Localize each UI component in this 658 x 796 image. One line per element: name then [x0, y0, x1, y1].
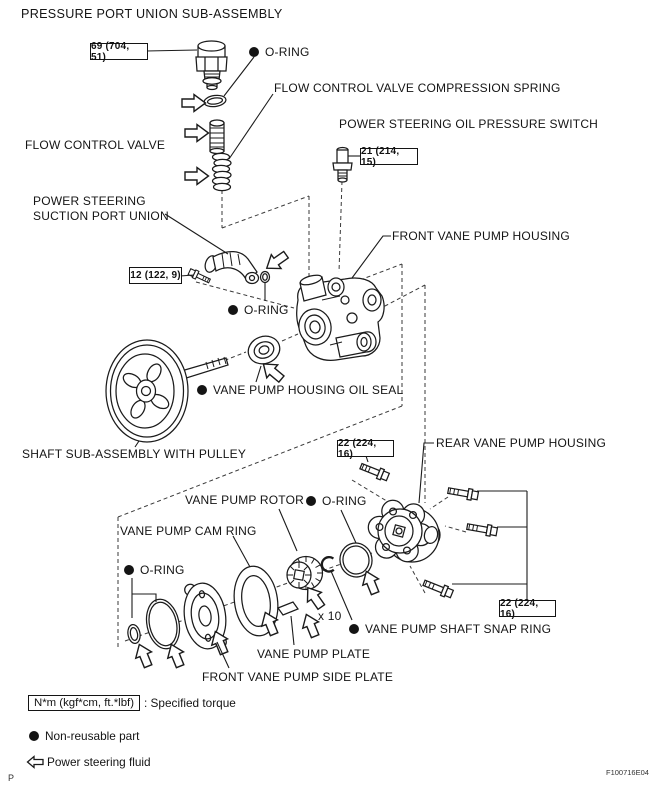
torque-box-pressure-union: 69 (704, 51) — [90, 41, 148, 63]
label-snap-ring: VANE PUMP SHAFT SNAP RING — [349, 622, 551, 636]
label-vane-pump-rotor: VANE PUMP ROTOR — [185, 493, 305, 507]
rear-housing-bolt-1 — [447, 487, 480, 501]
page-marker: P — [8, 773, 15, 783]
label-o-ring-rear: O-RING — [306, 494, 367, 508]
legend-torque: N*m (kgf*cm, ft.*lbf) : Specified torque — [28, 695, 236, 711]
rear-vane-pump-housing-part — [367, 499, 441, 563]
snap-ring-part — [320, 556, 335, 573]
label-compression-spring: FLOW CONTROL VALVE COMPRESSION SPRING — [274, 81, 561, 95]
fluid-arrow-icon — [181, 93, 207, 113]
label-suction-port-union: POWER STEERING SUCTION PORT UNION — [33, 194, 169, 223]
label-x10-count: x 10 — [318, 609, 342, 623]
oil-pressure-switch-part — [332, 146, 353, 183]
label-rear-vane-pump-housing: REAR VANE PUMP HOUSING — [436, 436, 606, 450]
torque-description: : Specified torque — [144, 696, 236, 710]
label-front-vane-pump-housing: FRONT VANE PUMP HOUSING — [392, 229, 570, 243]
label-flow-control-valve: FLOW CONTROL VALVE — [25, 138, 166, 152]
vane-pump-rotor-part — [286, 555, 324, 591]
label-oil-seal: VANE PUMP HOUSING OIL SEAL — [197, 383, 403, 397]
label-vane-pump-plate: VANE PUMP PLATE — [257, 647, 371, 661]
fluid-arrow-icon — [184, 123, 210, 143]
label-o-ring-suction: O-RING — [228, 303, 289, 317]
figure-code: F100716E04 — [606, 768, 649, 777]
non-reusable-dot-icon — [306, 496, 316, 506]
o-ring-suction-union — [259, 270, 271, 284]
rear-housing-bolt-3 — [422, 579, 455, 599]
non-reusable-dot-icon — [349, 624, 359, 634]
o-ring-rear-housing — [339, 542, 373, 578]
label-o-ring-top: O-RING — [249, 45, 310, 59]
legend-fluid: Power steering fluid — [26, 755, 151, 769]
legend-non-reusable: Non-reusable part — [29, 729, 139, 743]
vane-pump-plate-part — [277, 601, 299, 616]
rear-housing-bolt-2 — [466, 523, 499, 537]
torque-symbol-box: N*m (kgf*cm, ft.*lbf) — [28, 695, 140, 711]
fluid-arrow-icon — [26, 755, 44, 769]
shaft-and-pulley-part — [105, 339, 229, 443]
fluid-arrow-icon — [261, 247, 292, 276]
torque-box-suction-bolt: 12 (122, 9) — [129, 267, 182, 284]
suction-port-union-part — [204, 251, 260, 285]
compression-spring-part — [211, 152, 232, 192]
oil-seal-part — [247, 335, 281, 365]
o-ring-small-bottom — [127, 623, 141, 645]
non-reusable-dot-icon — [29, 731, 39, 741]
fluid-arrow-icon — [184, 166, 210, 186]
flow-control-valve-part — [209, 119, 225, 155]
figure-title: PRESSURE PORT UNION SUB-ASSEMBLY — [21, 7, 283, 21]
non-reusable-dot-icon — [197, 385, 207, 395]
non-reusable-dot-icon — [124, 565, 134, 575]
label-oil-pressure-switch: POWER STEERING OIL PRESSURE SWITCH — [339, 117, 599, 131]
o-ring-side-plate — [145, 598, 181, 650]
label-front-side-plate: FRONT VANE PUMP SIDE PLATE — [202, 670, 394, 684]
non-reusable-dot-icon — [249, 47, 259, 57]
label-shaft-with-pulley: SHAFT SUB-ASSEMBLY WITH PULLEY — [22, 447, 247, 461]
non-reusable-dot-icon — [228, 305, 238, 315]
torque-box-oil-switch: 21 (214, 15) — [360, 146, 418, 168]
label-o-ring-bottom: O-RING — [124, 563, 185, 577]
front-vane-pump-housing-part — [296, 274, 385, 362]
fluid-arrow-icon — [130, 640, 157, 671]
label-vane-pump-cam-ring: VANE PUMP CAM RING — [120, 524, 257, 538]
pressure-port-union-part — [195, 40, 228, 91]
torque-box-rear-bolts-right: 22 (224, 16) — [499, 598, 556, 620]
torque-box-rear-bolt-upper: 22 (224, 16) — [337, 438, 394, 460]
rear-housing-bolt-upper — [359, 462, 391, 482]
o-ring-pressure-union — [203, 94, 227, 108]
leader-lines — [131, 49, 528, 669]
